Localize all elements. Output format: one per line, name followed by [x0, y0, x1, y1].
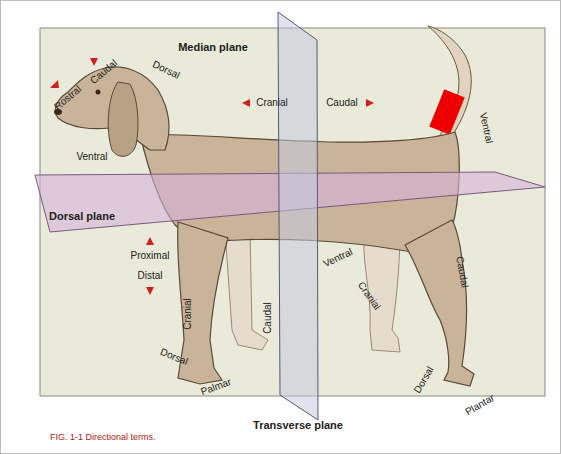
direction-label: Proximal [131, 251, 170, 261]
tail-marker [429, 89, 464, 134]
direction-label: Cranial [183, 298, 193, 330]
transverse-plane [278, 12, 318, 420]
direction-label: Caudal [326, 98, 358, 108]
arrow [50, 80, 59, 88]
tail [428, 26, 471, 142]
plane-label: Transverse plane [253, 420, 343, 431]
direction-arrows [50, 58, 374, 295]
arrow [146, 237, 154, 245]
near-hindleg [405, 220, 474, 386]
direction-label: Ventral [76, 152, 107, 162]
arrow [242, 99, 250, 107]
plane-label: Median plane [178, 42, 248, 53]
dog-ear [108, 82, 138, 156]
arrow [146, 287, 154, 295]
direction-label: Distal [137, 271, 162, 281]
dog-eye [96, 90, 101, 95]
direction-label: Cranial [256, 98, 288, 108]
plane-label: Dorsal plane [49, 211, 115, 222]
arrow [366, 99, 374, 107]
arrow [90, 58, 98, 66]
direction-label: Caudal [263, 302, 273, 334]
far-foreleg [225, 230, 268, 350]
figure-caption: FIG. 1-1 Directional terms. [50, 432, 156, 442]
